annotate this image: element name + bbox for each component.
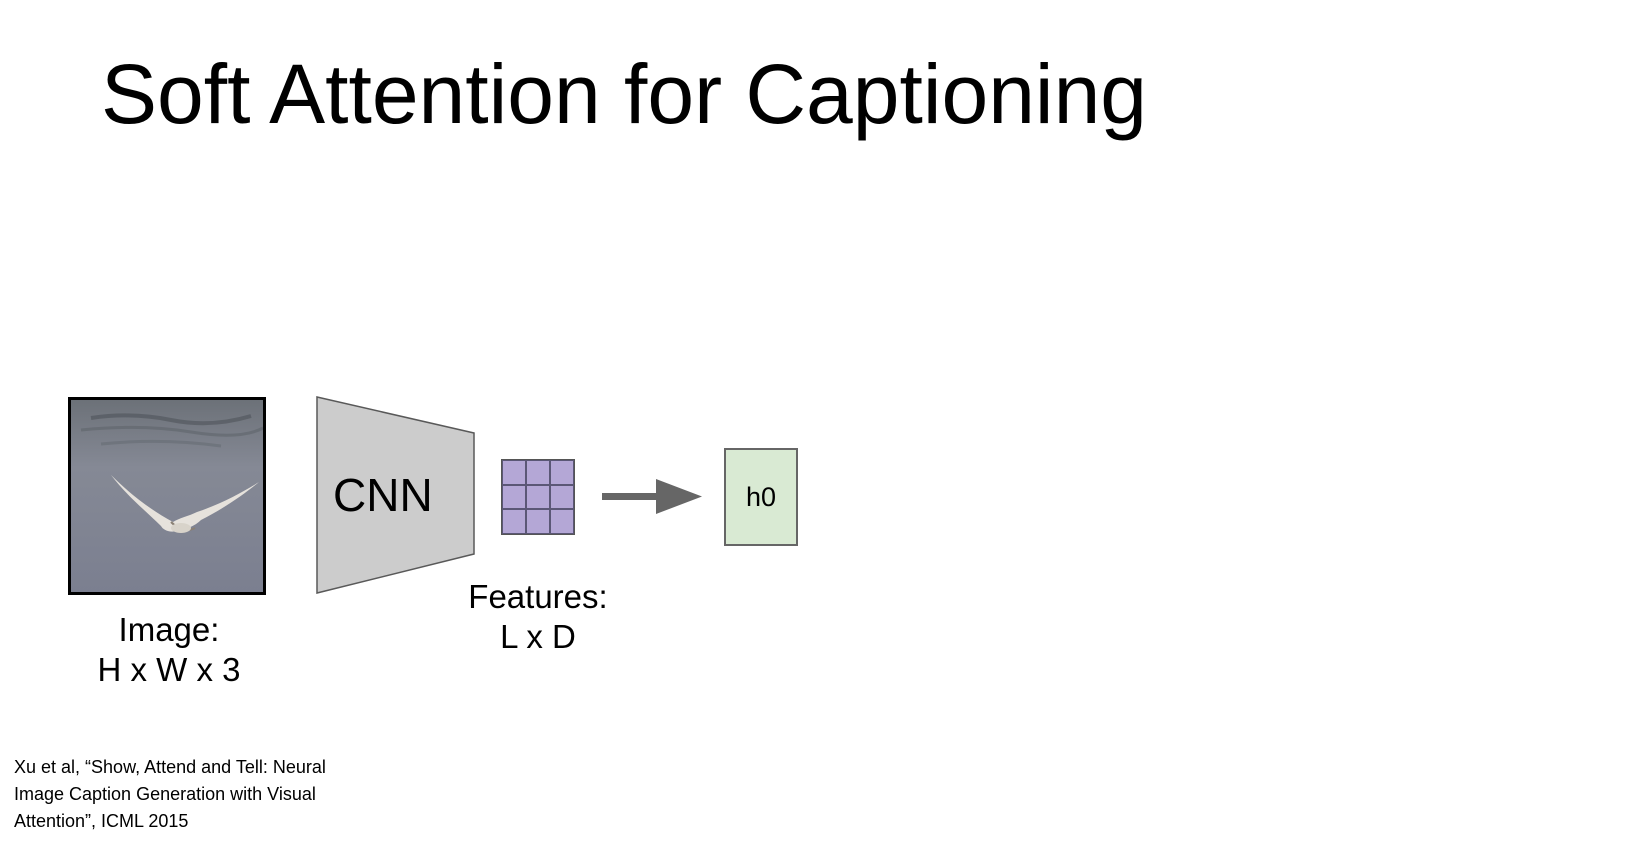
cnn-block [316,396,475,594]
hidden-state-label: h0 [745,481,777,512]
citation-line: Image Caption Generation with Visual [14,784,316,804]
hidden-state-h0: h0 [724,448,798,546]
input-photo-seagull [68,397,266,595]
image-caption-line: Image: [118,611,220,648]
arrow-right-icon [602,479,702,514]
citation-line: Xu et al, “Show, Attend and Tell: Neural [14,757,326,777]
citation: Xu et al, “Show, Attend and Tell: Neural… [14,754,374,835]
feature-grid [501,459,575,535]
feature-cell [550,509,574,534]
feature-cell [550,460,574,485]
feature-cell [502,460,526,485]
feature-cell [526,460,550,485]
feature-cell [526,509,550,534]
image-caption-line: H x W x 3 [97,651,241,688]
features-caption: Features: L x D [444,577,632,657]
seagull-photo-graphic [71,400,263,592]
feature-cell [550,484,574,510]
feature-cell [502,484,526,510]
feature-cell [526,484,550,510]
features-caption-line: L x D [500,618,576,655]
features-caption-line: Features: [468,578,608,615]
slide-title: Soft Attention for Captioning [101,47,1148,141]
cnn-label: CNN [333,469,433,521]
feature-cell [502,509,526,534]
image-caption: Image: H x W x 3 [60,610,278,690]
citation-line: Attention”, ICML 2015 [14,811,189,831]
